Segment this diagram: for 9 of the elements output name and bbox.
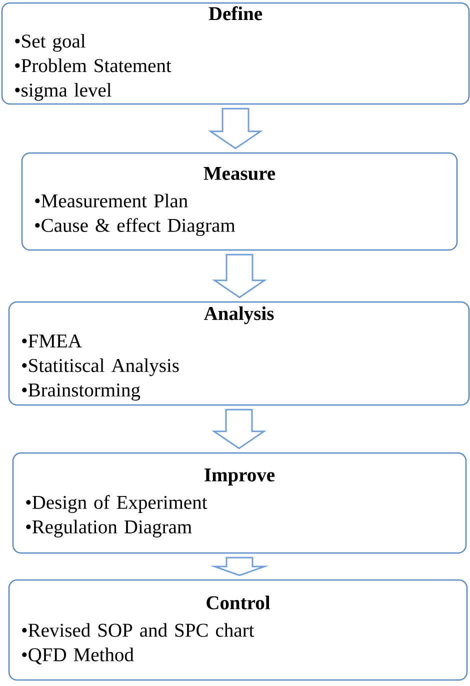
block-arrow	[212, 254, 267, 298]
process-box: Control •Revised SOP and SPC chart •QFD Method	[8, 579, 468, 681]
process-box: Define •Set goal •Problem Statement •sigma level	[1, 2, 470, 105]
process-box: Analysis •FMEA •Statitiscal Analysis •Brainstorming	[8, 301, 470, 406]
process-box: Measure •Measurement Plan •Cause & effect Diagram	[21, 152, 458, 251]
block-arrow	[208, 108, 263, 150]
block-arrow	[210, 556, 269, 576]
block-arrow	[212, 408, 266, 450]
process-box: Improve •Design of Experiment •Regulation Diagram	[12, 452, 467, 554]
